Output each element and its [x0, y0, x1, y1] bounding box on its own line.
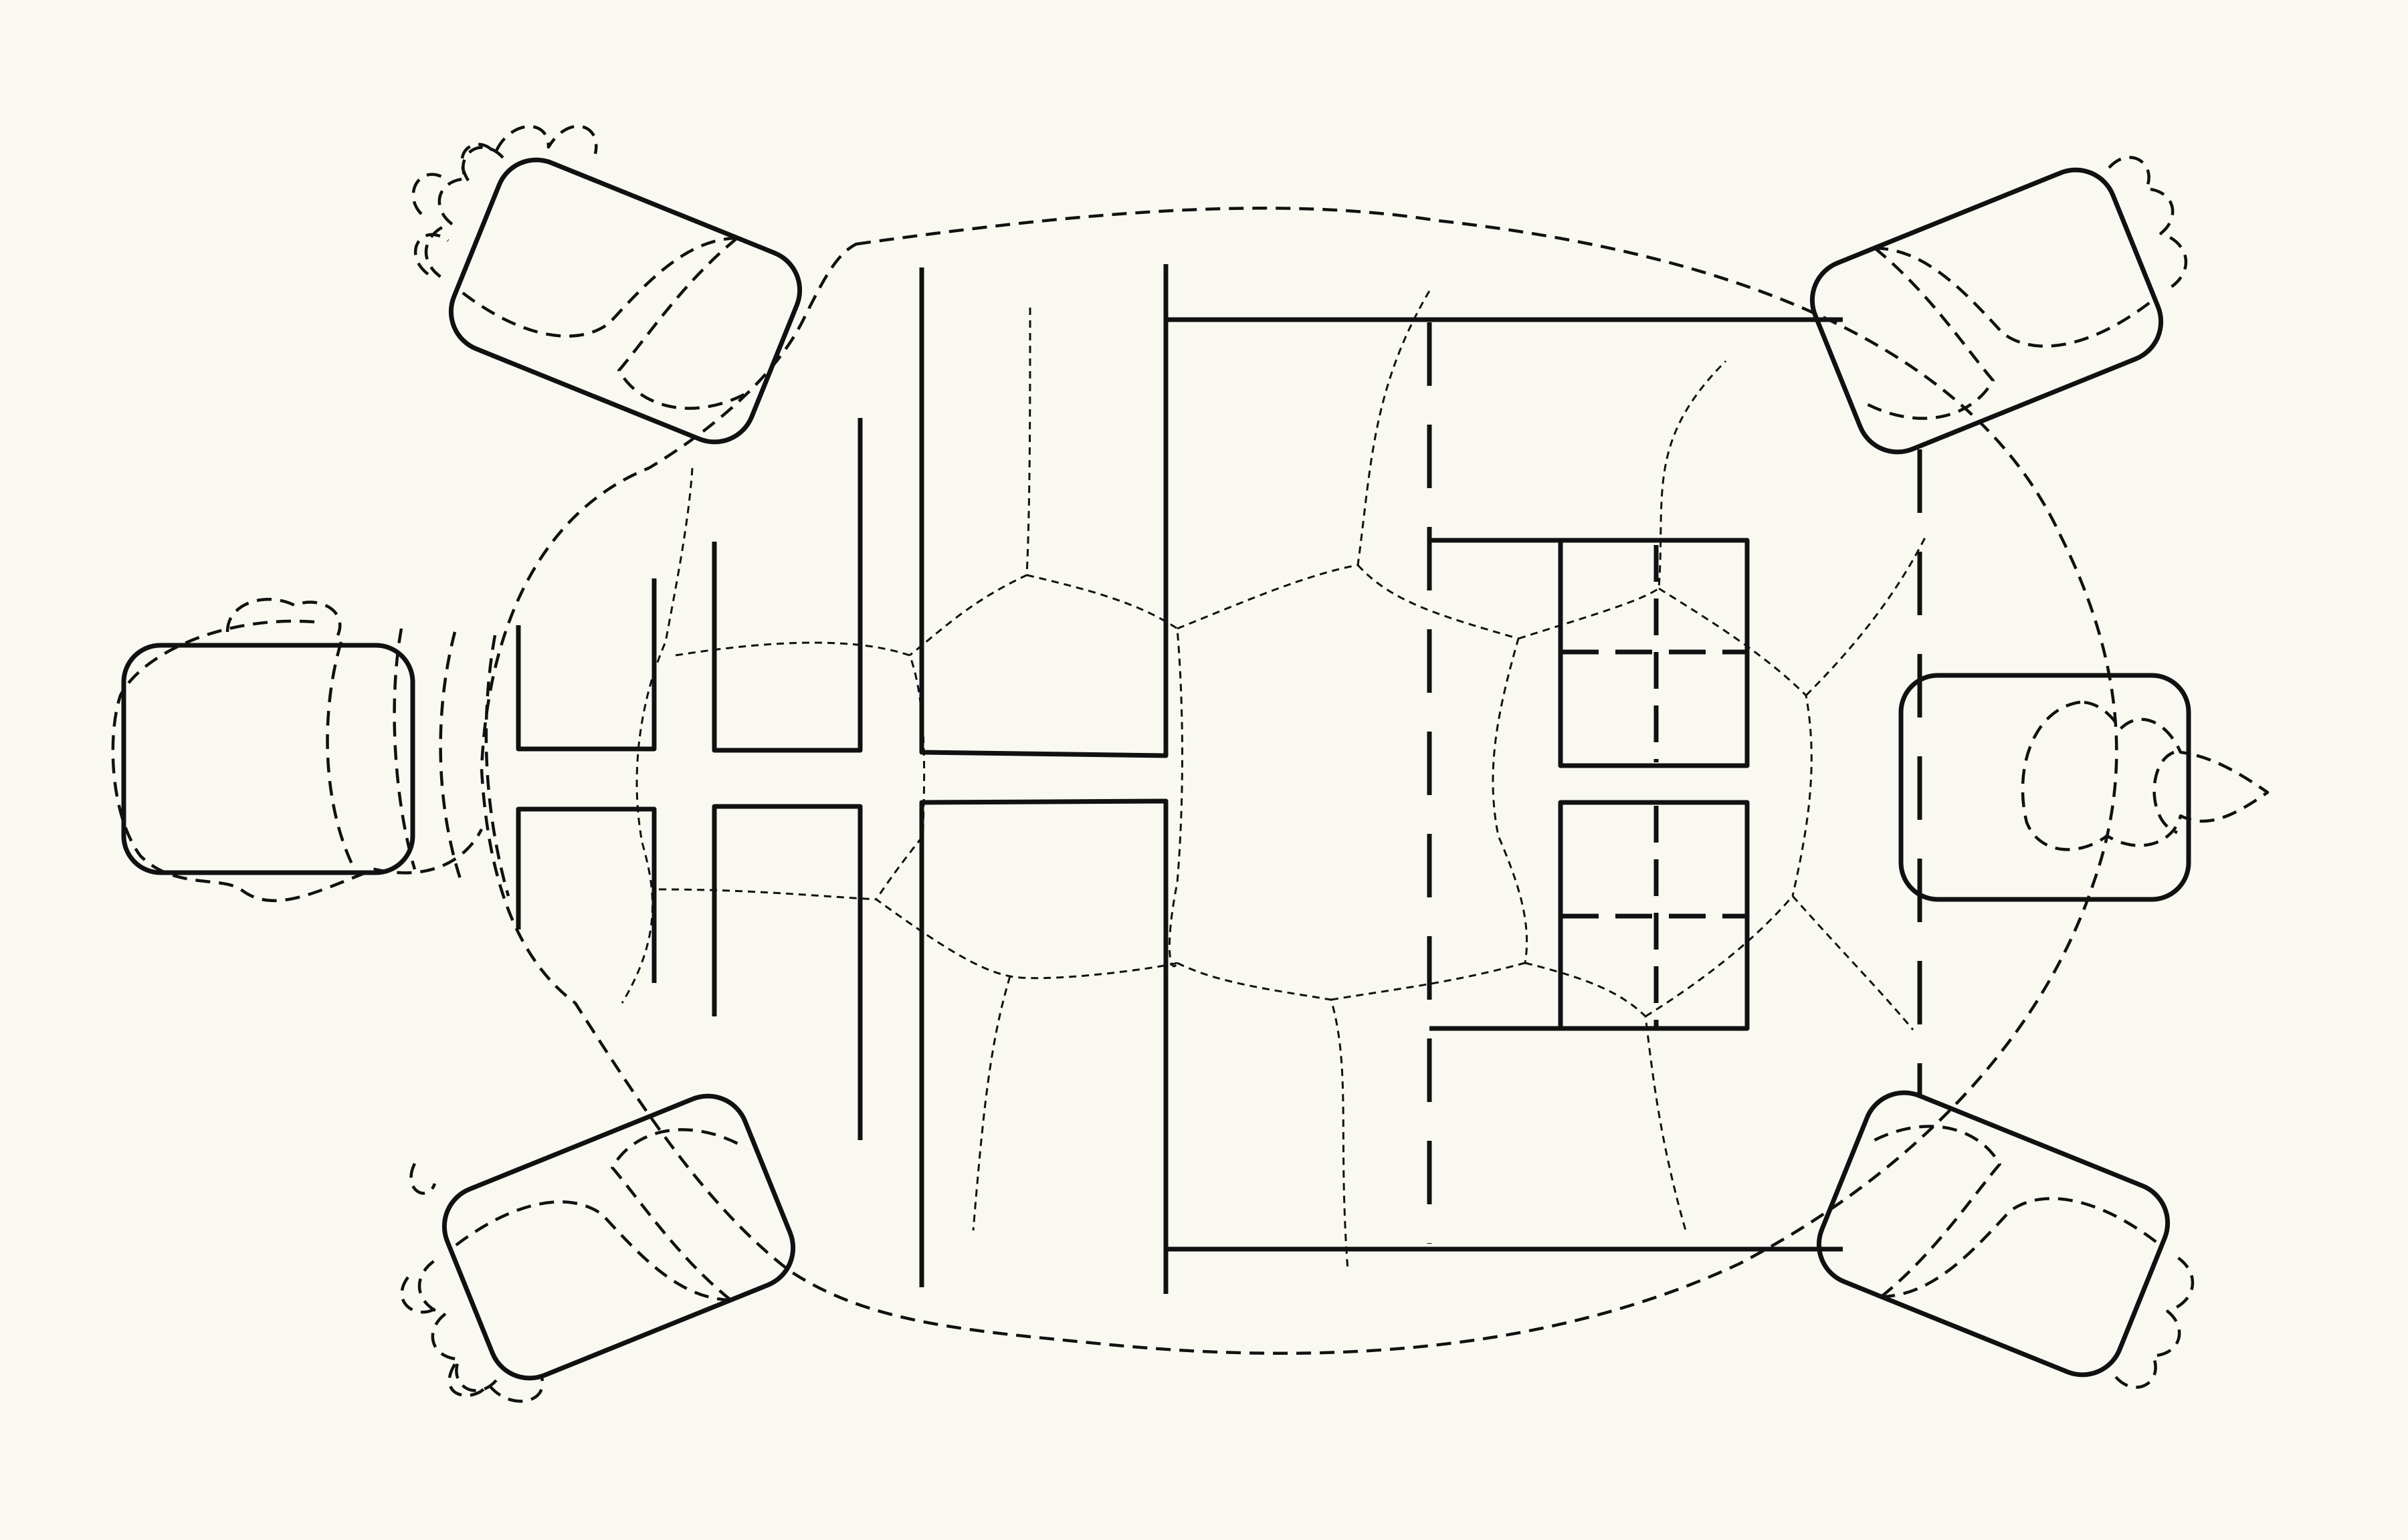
- leg-rear-left: [417, 1093, 796, 1392]
- leg-front-right: [1809, 156, 2188, 455]
- right-frame: [1166, 317, 1922, 1252]
- leg-front-right-inner: [1864, 246, 2150, 420]
- leg-rear-left-box: [441, 1093, 796, 1381]
- shell-outline: [480, 207, 2118, 1355]
- seam-9: [1177, 962, 1349, 1271]
- seam-6: [972, 976, 1011, 1231]
- tail: [1898, 673, 2270, 902]
- leg-rear-right-inner: [1871, 1125, 2157, 1299]
- head: [111, 598, 510, 903]
- head-outline: [111, 619, 484, 903]
- leg-rear-right-claws: [2114, 1256, 2195, 1389]
- seam-8: [1357, 564, 1528, 964]
- head-box: [121, 643, 415, 875]
- seam-4: [621, 467, 694, 1004]
- neck-ring-3: [439, 631, 464, 883]
- leg-front-left-inner: [462, 236, 748, 410]
- seam-13: [1524, 962, 1687, 1231]
- seam-14: [1645, 895, 1914, 1030]
- seam-12: [1658, 587, 1813, 897]
- leg-rear-left-toes: [400, 1162, 544, 1403]
- tail-ring: [2152, 750, 2178, 835]
- frame-upper-3: [919, 264, 1169, 758]
- seam-15: [1805, 534, 1928, 697]
- leg-front-left-box: [448, 157, 803, 445]
- frame-lower-3: [919, 798, 1169, 1294]
- left-frame: [516, 264, 1169, 1294]
- leg-front-left: [424, 146, 803, 445]
- leg-rear-right-box: [1816, 1090, 2171, 1378]
- seam-7: [1177, 287, 1433, 630]
- seam-1: [909, 307, 1031, 657]
- frame-lower-1: [516, 806, 657, 983]
- tail-outline: [2021, 700, 2270, 851]
- frame-lower-2: [712, 804, 863, 1140]
- seam-11: [1518, 360, 1727, 640]
- inner-box-upper-frame: [1429, 538, 1750, 768]
- leg-front-left-toes: [460, 124, 598, 182]
- inner-box-lower-frame: [1429, 800, 1750, 1031]
- neck-ring-1: [326, 641, 357, 871]
- seam-5: [658, 888, 1178, 980]
- neck-ring-2: [393, 628, 417, 870]
- seam-10: [1330, 962, 1526, 1001]
- head-snout: [225, 598, 342, 636]
- frame-upper-1: [516, 578, 657, 752]
- scute-seams: [621, 287, 1928, 1271]
- leg-rear-left-inner: [455, 1128, 741, 1302]
- leg-front-left-claws: [424, 146, 504, 278]
- tail-box: [1898, 673, 2191, 902]
- leg-rear-right: [1816, 1090, 2195, 1389]
- frame-upper-2: [712, 418, 863, 753]
- neck-ring-4: [484, 635, 510, 897]
- seam-3: [1026, 574, 1183, 968]
- leg-rear-left-claws: [417, 1260, 498, 1392]
- leg-front-right-claws: [2108, 156, 2188, 288]
- leg-front-right-box: [1809, 167, 2164, 455]
- inner-boxes: [1429, 538, 1750, 1031]
- leg-front-left-toes-2: [411, 173, 449, 276]
